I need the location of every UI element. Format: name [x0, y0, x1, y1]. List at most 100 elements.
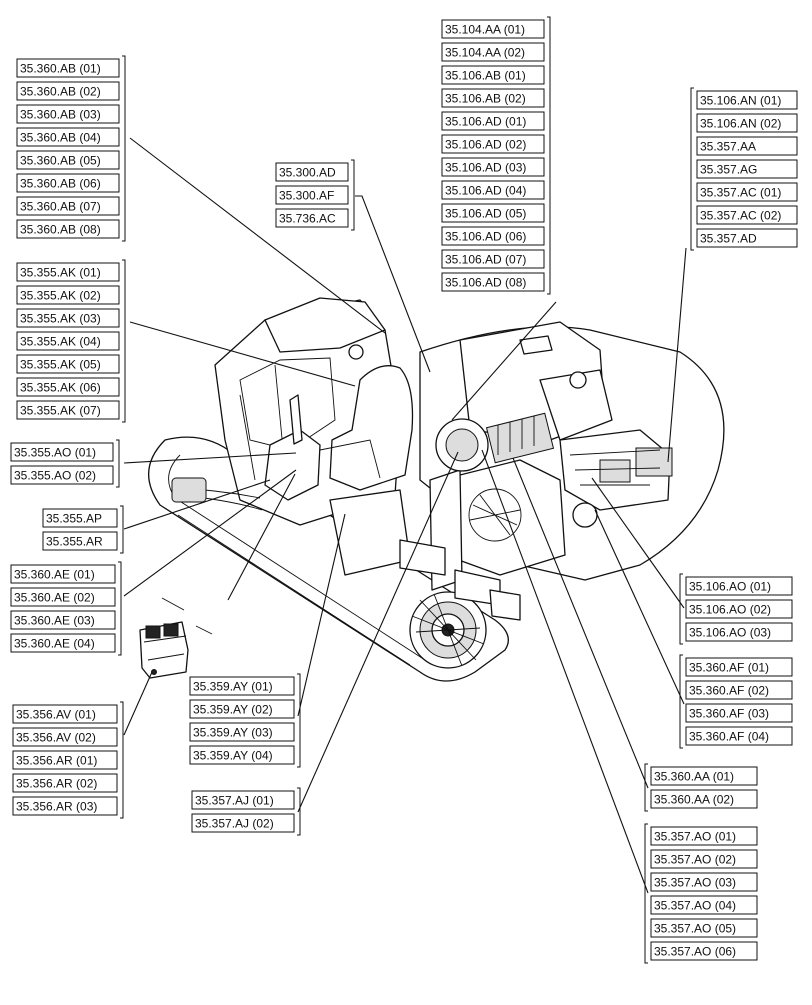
- part-code-label[interactable]: 35.106.AN (02): [696, 113, 798, 133]
- part-code-label[interactable]: 35.106.AO (01): [685, 576, 793, 596]
- part-code-label[interactable]: 35.356.AV (02): [12, 727, 118, 747]
- part-code-label[interactable]: 35.357.AC (02): [696, 205, 798, 225]
- part-code-text: 35.357.AJ (02): [195, 817, 274, 831]
- part-code-label[interactable]: 35.357.AJ (02): [191, 813, 295, 833]
- part-code-label[interactable]: 35.106.AN (01): [696, 90, 798, 110]
- part-code-label[interactable]: 35.360.AB (01): [16, 58, 120, 78]
- part-code-label[interactable]: 35.356.AR (02): [12, 773, 118, 793]
- part-code-label[interactable]: 35.357.AO (06): [650, 941, 758, 961]
- part-code-text: 35.106.AD (03): [445, 161, 526, 175]
- part-code-box: [275, 185, 349, 205]
- part-code-label[interactable]: 35.300.AD: [275, 162, 349, 182]
- part-code-label[interactable]: 35.359.AY (03): [189, 722, 295, 742]
- part-code-label[interactable]: 35.355.AK (07): [16, 400, 120, 420]
- part-code-label[interactable]: 35.357.AJ (01): [191, 790, 295, 810]
- label-group-356: 35.356.AV (01) 35.356.AV (02) 35.356.AR (0…: [12, 701, 124, 819]
- part-code-label[interactable]: 35.106.AD (02): [441, 134, 545, 154]
- part-code-label[interactable]: 35.106.AD (05): [441, 203, 545, 223]
- part-code-label[interactable]: 35.106.AO (03): [685, 622, 793, 642]
- part-code-text: 35.736.AC: [279, 212, 336, 226]
- cab-window: [239, 357, 336, 451]
- part-code-label[interactable]: 35.357.AO (01): [650, 826, 758, 846]
- part-code-label[interactable]: 35.360.AB (08): [16, 219, 120, 239]
- part-code-box: [685, 576, 793, 596]
- group-bracket: [351, 159, 355, 231]
- part-code-text: 35.357.AJ (01): [195, 794, 274, 808]
- part-code-label[interactable]: 35.360.AE (03): [10, 610, 116, 630]
- part-code-label[interactable]: 35.300.AF: [275, 185, 349, 205]
- part-code-box: [441, 134, 545, 154]
- part-code-label[interactable]: 35.357.AO (05): [650, 918, 758, 938]
- part-code-label[interactable]: 35.360.AF (03): [685, 703, 793, 723]
- part-code-label[interactable]: 35.355.AK (06): [16, 377, 120, 397]
- part-code-label[interactable]: 35.359.AY (01): [189, 676, 295, 696]
- part-code-label[interactable]: 35.355.AK (03): [16, 308, 120, 328]
- part-code-label[interactable]: 35.360.AF (02): [685, 680, 793, 700]
- part-code-label[interactable]: 35.357.AO (03): [650, 872, 758, 892]
- part-code-label[interactable]: 35.360.AB (05): [16, 150, 120, 170]
- part-code-label[interactable]: 35.360.AB (03): [16, 104, 120, 124]
- part-code-label[interactable]: 35.355.AO (01): [10, 442, 114, 462]
- part-code-label[interactable]: 35.357.AO (02): [650, 849, 758, 869]
- part-code-label[interactable]: 35.355.AK (02): [16, 285, 120, 305]
- part-code-box: [441, 203, 545, 223]
- part-code-box: [16, 104, 120, 124]
- part-code-label[interactable]: 35.106.AD (04): [441, 180, 545, 200]
- part-code-label[interactable]: 35.106.AD (06): [441, 226, 545, 246]
- part-code-label[interactable]: 35.106.AD (01): [441, 111, 545, 131]
- part-code-label[interactable]: 35.360.AF (04): [685, 726, 793, 746]
- part-code-label[interactable]: 35.357.AO (04): [650, 895, 758, 915]
- part-code-label[interactable]: 35.360.AB (04): [16, 127, 120, 147]
- part-code-label[interactable]: 35.736.AC: [275, 208, 349, 228]
- part-code-label[interactable]: 35.360.AE (01): [10, 564, 116, 584]
- part-code-label[interactable]: 35.355.AK (01): [16, 262, 120, 282]
- part-code-label[interactable]: 35.357.AA: [696, 136, 798, 156]
- part-code-label[interactable]: 35.355.AR: [42, 531, 118, 551]
- part-code-label[interactable]: 35.360.AE (02): [10, 587, 116, 607]
- part-code-label[interactable]: 35.106.AB (02): [441, 88, 545, 108]
- leader-360-aa: [512, 457, 649, 789]
- part-code-box: [441, 226, 545, 246]
- label-group-359-ay: 35.359.AY (01) 35.359.AY (02) 35.359.AY (0…: [189, 673, 301, 768]
- part-code-label[interactable]: 35.357.AC (01): [696, 182, 798, 202]
- cab-base: [329, 489, 411, 576]
- part-code-label[interactable]: 35.355.AK (05): [16, 354, 120, 374]
- part-code-box: [16, 262, 120, 282]
- part-code-label[interactable]: 35.359.AY (04): [189, 745, 295, 765]
- part-code-label[interactable]: 35.360.AB (02): [16, 81, 120, 101]
- part-code-text: 35.360.AB (08): [20, 223, 101, 237]
- part-code-text: 35.106.AD (01): [445, 115, 526, 129]
- part-code-label[interactable]: 35.360.AA (02): [650, 789, 758, 809]
- label-group-357-aj: 35.357.AJ (01) 35.357.AJ (02): [191, 787, 301, 836]
- part-code-label[interactable]: 35.360.AB (06): [16, 173, 120, 193]
- part-code-box: [696, 113, 798, 133]
- part-code-label[interactable]: 35.355.AP: [42, 508, 118, 528]
- part-code-label[interactable]: 35.355.AO (02): [10, 465, 114, 485]
- part-code-label[interactable]: 35.360.AE (04): [10, 633, 116, 653]
- leader-359-ay: [297, 513, 346, 717]
- part-code-label[interactable]: 35.355.AK (04): [16, 331, 120, 351]
- part-code-label[interactable]: 35.106.AD (07): [441, 249, 545, 269]
- part-code-label[interactable]: 35.106.AB (01): [441, 65, 545, 85]
- part-code-label[interactable]: 35.356.AR (01): [12, 750, 118, 770]
- part-code-label[interactable]: 35.104.AA (02): [441, 42, 545, 62]
- part-code-label[interactable]: 35.104.AA (01): [441, 19, 545, 39]
- part-code-label[interactable]: 35.360.AA (01): [650, 766, 758, 786]
- part-code-label[interactable]: 35.360.AB (07): [16, 196, 120, 216]
- part-code-label[interactable]: 35.360.AF (01): [685, 657, 793, 677]
- part-code-label[interactable]: 35.357.AG: [696, 159, 798, 179]
- part-code-label[interactable]: 35.357.AD: [696, 228, 798, 248]
- part-code-label[interactable]: 35.106.AO (02): [685, 599, 793, 619]
- part-code-label[interactable]: 35.356.AR (03): [12, 796, 118, 816]
- part-code-box: [16, 58, 120, 78]
- part-code-label[interactable]: 35.359.AY (02): [189, 699, 295, 719]
- part-code-label[interactable]: 35.106.AD (03): [441, 157, 545, 177]
- part-code-box: [16, 196, 120, 216]
- label-group-300: 35.300.AD 35.300.AF 35.736.AC: [275, 159, 355, 231]
- part-code-text: 35.357.AC (02): [700, 209, 781, 223]
- part-code-box: [685, 599, 793, 619]
- part-code-box: [441, 65, 545, 85]
- part-code-label[interactable]: 35.106.AD (08): [441, 272, 545, 292]
- part-code-label[interactable]: 35.356.AV (01): [12, 704, 118, 724]
